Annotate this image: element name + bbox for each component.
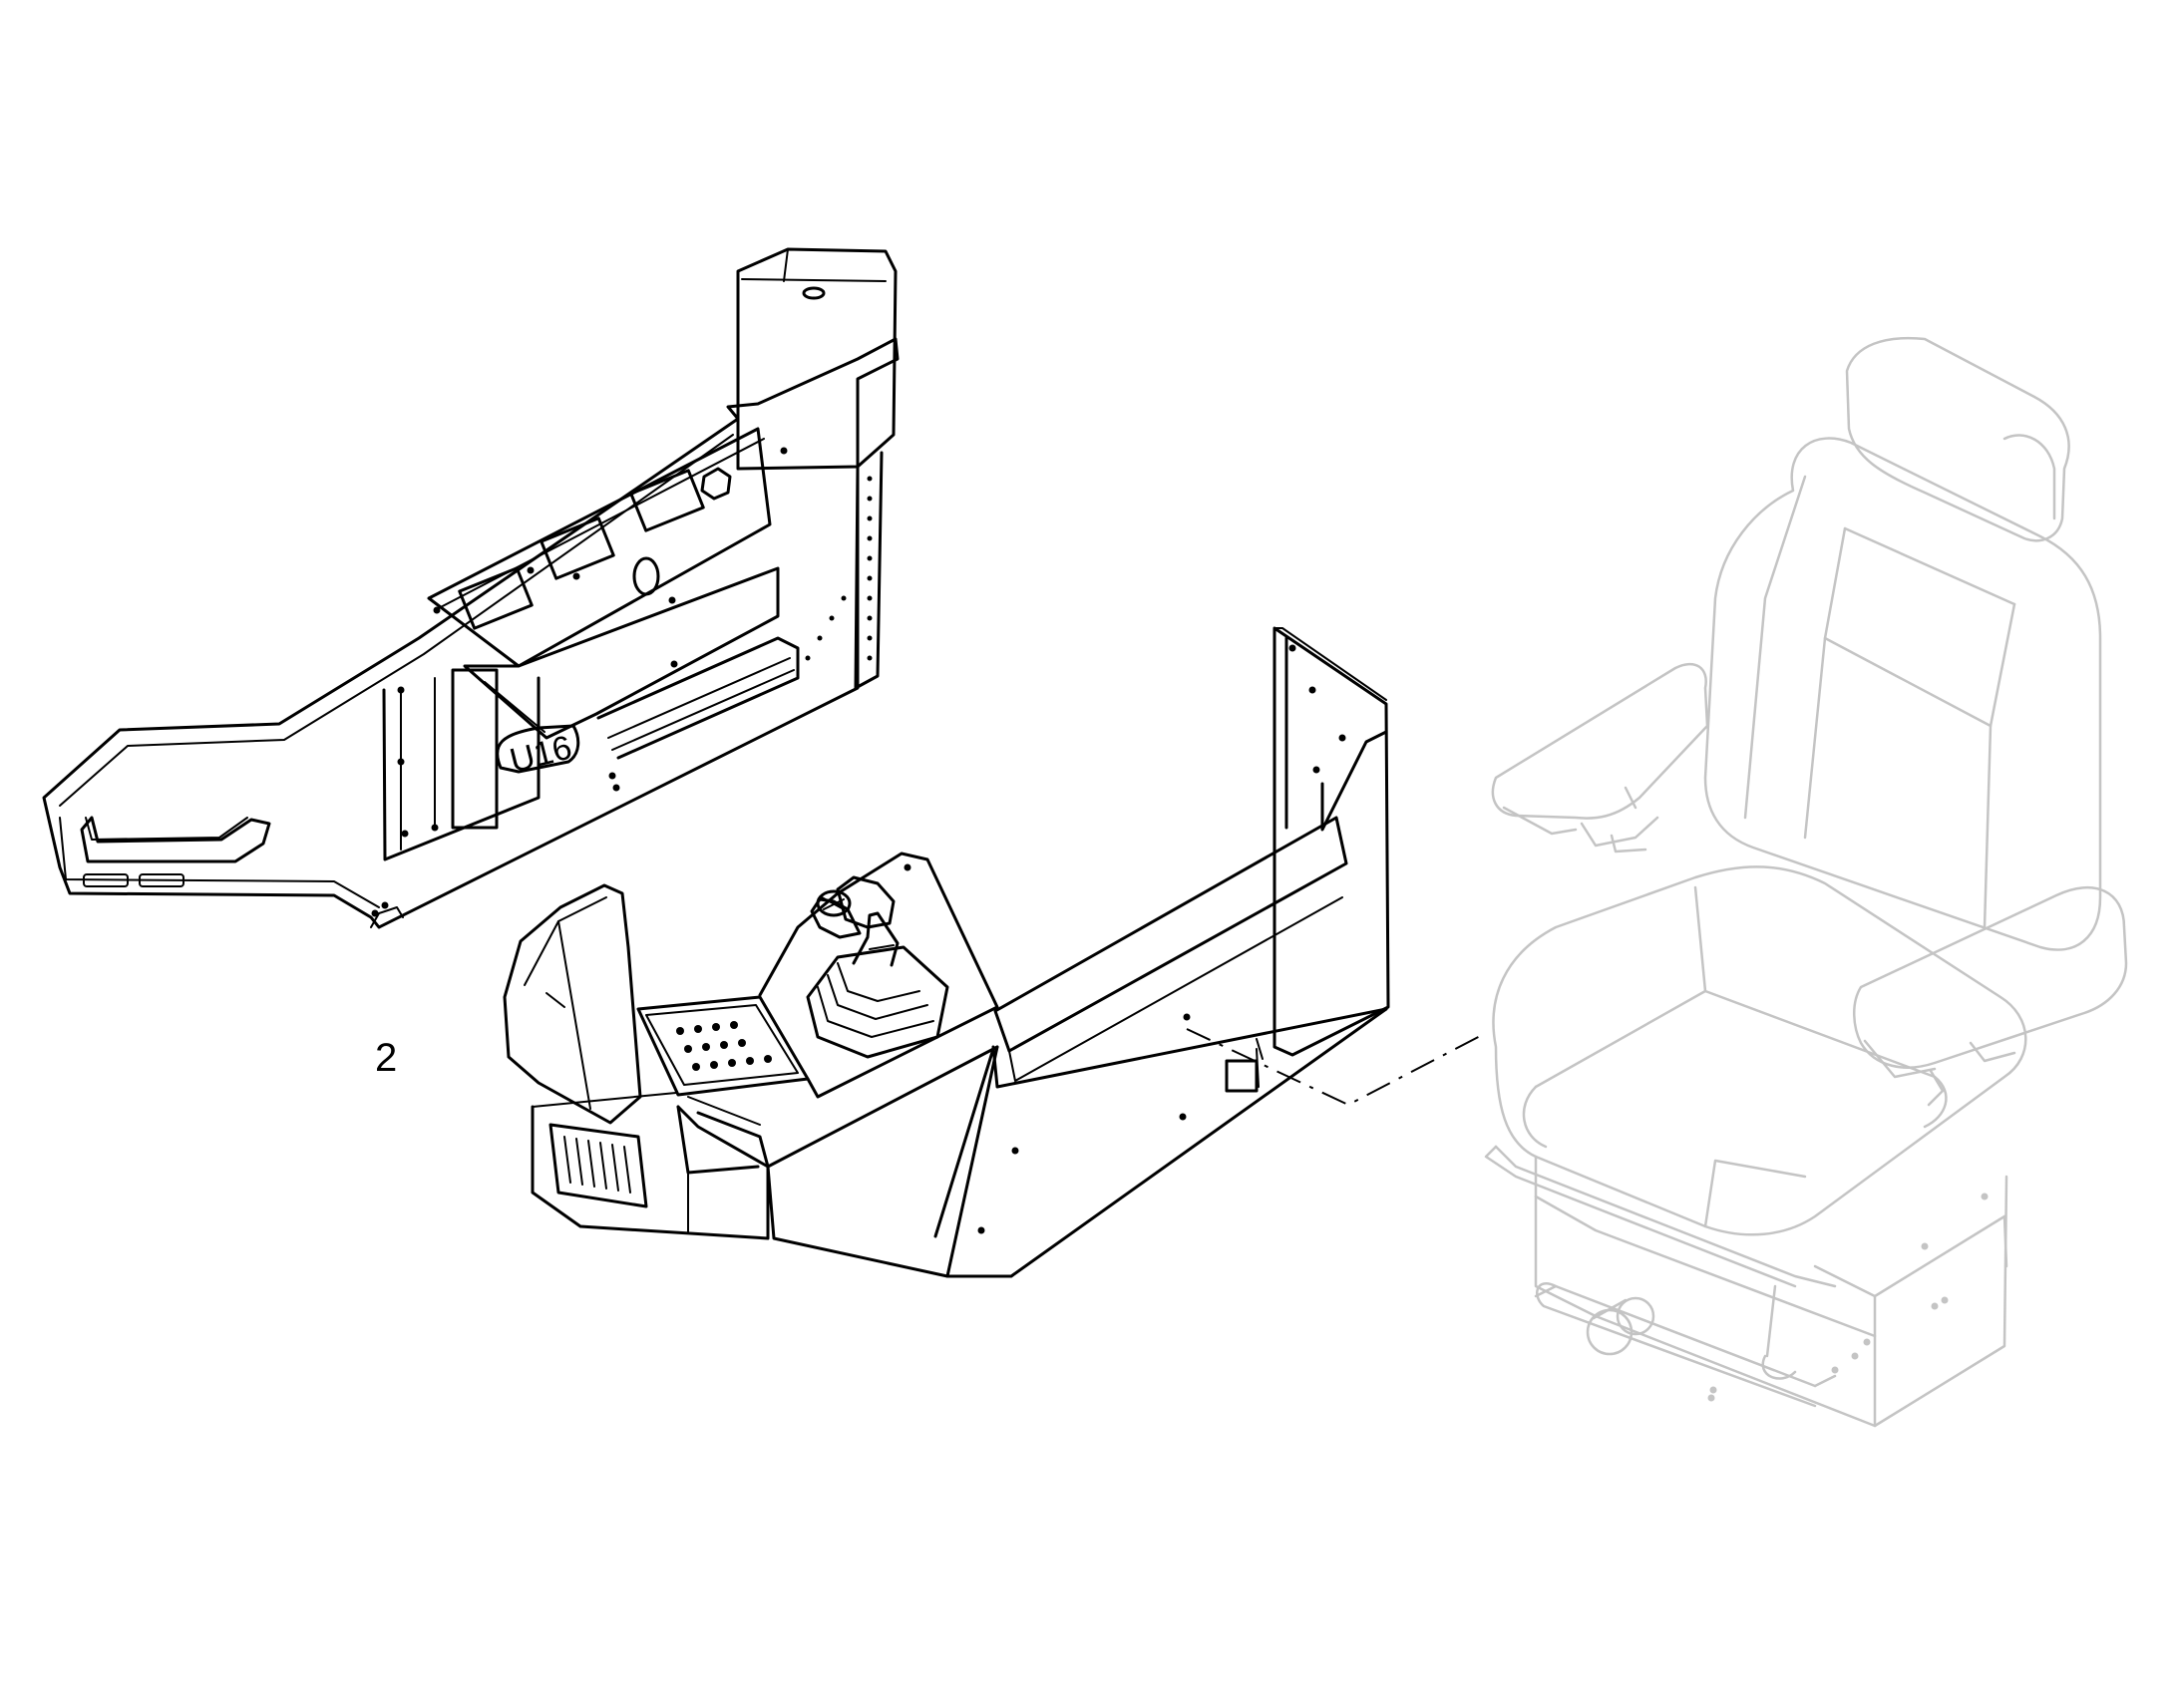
assembly-leader-line [1186, 1028, 1487, 1107]
switch-keypad [676, 1021, 772, 1071]
console-grille [548, 1123, 648, 1208]
operator-seat [1484, 336, 2128, 1428]
tower-perforations [805, 476, 873, 661]
dashboard-panel: U16 [42, 247, 900, 929]
plate-label: U16 [507, 729, 576, 781]
side-console [503, 626, 1390, 1278]
callout-part-2: 2 [375, 1036, 397, 1080]
